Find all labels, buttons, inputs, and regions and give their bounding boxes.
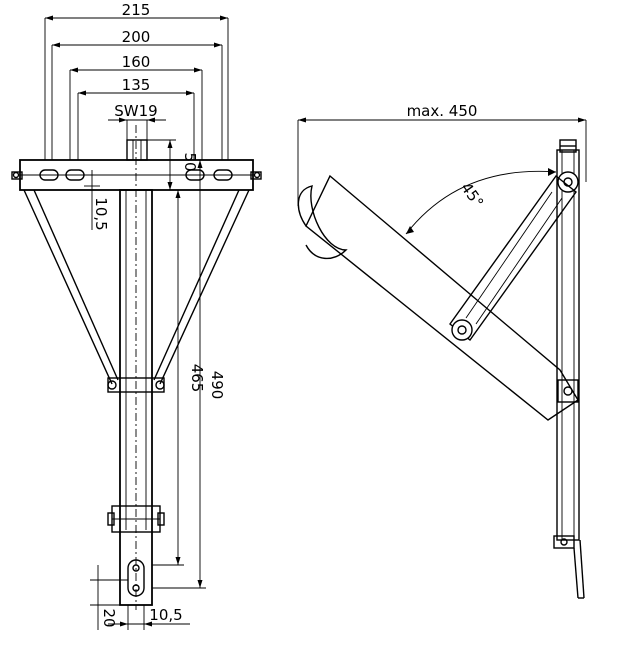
front-view: 215 200 160 135 SW19 50 [11, 1, 262, 630]
dim-10-5-top: 10,5 [92, 197, 110, 230]
dim-160: 160 [122, 53, 151, 71]
upper-pivot [557, 171, 579, 193]
dim-490: 490 [208, 371, 226, 400]
brace-right [159, 189, 250, 385]
top-nut [126, 139, 148, 161]
dim-50: 50 [181, 152, 199, 171]
dim-20: 20 [100, 608, 118, 627]
diagonal-strut [449, 174, 577, 342]
lower-strut-pivot [451, 319, 473, 341]
brace-left [23, 189, 113, 385]
dim-135: 135 [122, 76, 151, 94]
side-mast [556, 149, 580, 541]
dim-215: 215 [122, 1, 151, 19]
slot-right-outer [213, 169, 233, 181]
slot-right-inner [185, 169, 205, 181]
slot-left-outer [39, 169, 59, 181]
dim-sw19: SW19 [114, 102, 157, 120]
dim-max-450: max. 450 [407, 102, 478, 120]
dim-angle: 45° [457, 179, 487, 211]
bottom-slot [127, 559, 145, 597]
side-view: 45° max. 450 [297, 102, 587, 599]
main-arm [305, 174, 579, 421]
dim-10-5-bottom: 10,5 [149, 606, 182, 624]
arm-end-cup [297, 185, 348, 260]
angle-arc [405, 170, 557, 235]
dim-200: 200 [122, 28, 151, 46]
side-foot [553, 535, 575, 549]
dim-465: 465 [188, 364, 206, 393]
